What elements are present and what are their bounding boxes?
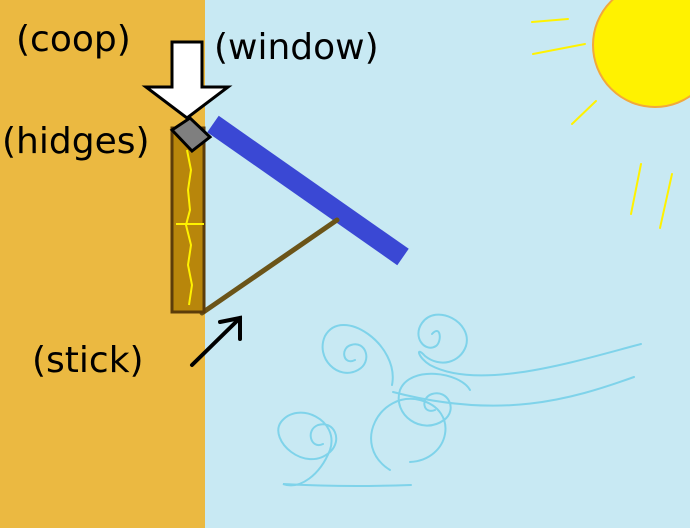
label-hidges: (hidges) (2, 121, 150, 162)
down-arrow-icon (141, 40, 233, 120)
wind-icon (277, 313, 642, 487)
window-panel (207, 115, 409, 266)
up-right-arrow-icon (190, 315, 242, 367)
stick (199, 217, 340, 316)
yellow-crack (176, 149, 204, 306)
label-window: (window) (214, 27, 379, 68)
label-coop: (coop) (16, 19, 131, 60)
sun-icon (531, 0, 690, 229)
label-stick: (stick) (32, 340, 144, 381)
hinge-icon (169, 116, 213, 154)
